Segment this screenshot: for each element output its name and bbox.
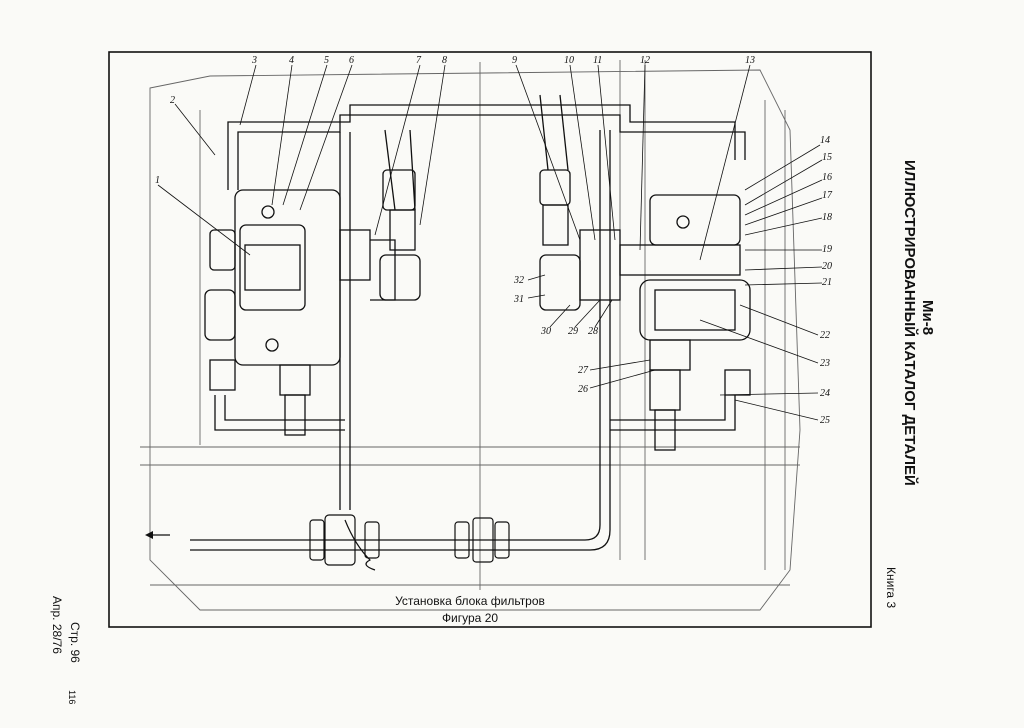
callout-9: 9 — [512, 55, 517, 66]
left-filter-unit — [204, 189, 396, 436]
callout-18: 18 — [822, 212, 832, 223]
model-title: Ми-8 — [919, 300, 936, 336]
pipeline — [190, 104, 746, 551]
callout-5: 5 — [324, 55, 329, 66]
callout-21: 21 — [822, 277, 832, 288]
callout-16: 16 — [822, 172, 832, 183]
callout-10: 10 — [564, 55, 574, 66]
left-hose — [379, 129, 421, 301]
drawing-frame — [108, 51, 872, 628]
callout-30: 30 — [540, 326, 551, 337]
callout-24: 24 — [820, 388, 830, 399]
airframe-outline — [140, 60, 801, 611]
catalog-title: ИЛЛЮСТРИРОВАННЫЙ КАТАЛОГ ДЕТАЛЕЙ — [901, 160, 918, 486]
callout-31: 31 — [513, 294, 524, 305]
callout-3: 3 — [251, 55, 257, 66]
flow-arrow — [145, 531, 170, 539]
callout-19: 19 — [822, 244, 832, 255]
callout-1: 1 — [155, 175, 160, 186]
callout-28: 28 — [588, 326, 598, 337]
callout-17: 17 — [822, 190, 833, 201]
callout-13: 13 — [745, 55, 755, 66]
book-label: Книга 3 — [884, 567, 898, 609]
callout-4: 4 — [289, 55, 294, 66]
callout-22: 22 — [820, 330, 830, 341]
figure-title: Установка блока фильтров — [395, 594, 545, 608]
page-number: Стр. 96 — [68, 622, 82, 663]
callout-11: 11 — [593, 55, 602, 66]
callout-12: 12 — [640, 55, 650, 66]
callout-32: 32 — [513, 275, 524, 286]
right-hose — [539, 94, 581, 311]
callout-6: 6 — [349, 55, 354, 66]
callout-7: 7 — [416, 55, 422, 66]
callout-15: 15 — [822, 152, 832, 163]
callout-14: 14 — [820, 135, 830, 146]
callout-29: 29 — [568, 326, 578, 337]
callout-8: 8 — [442, 55, 447, 66]
callout-25: 25 — [820, 415, 830, 426]
callout-23: 23 — [820, 358, 830, 369]
callout-20: 20 — [822, 261, 832, 272]
bottom-fittings — [309, 514, 510, 571]
callout-26: 26 — [578, 384, 588, 395]
callout-27: 27 — [578, 365, 589, 376]
leader-lines — [157, 64, 823, 421]
callout-2: 2 — [170, 95, 175, 106]
sheet-mark: 116 — [67, 690, 77, 705]
revision-date: Апр. 28/76 — [50, 596, 64, 654]
figure-number: Фигура 20 — [441, 611, 499, 625]
